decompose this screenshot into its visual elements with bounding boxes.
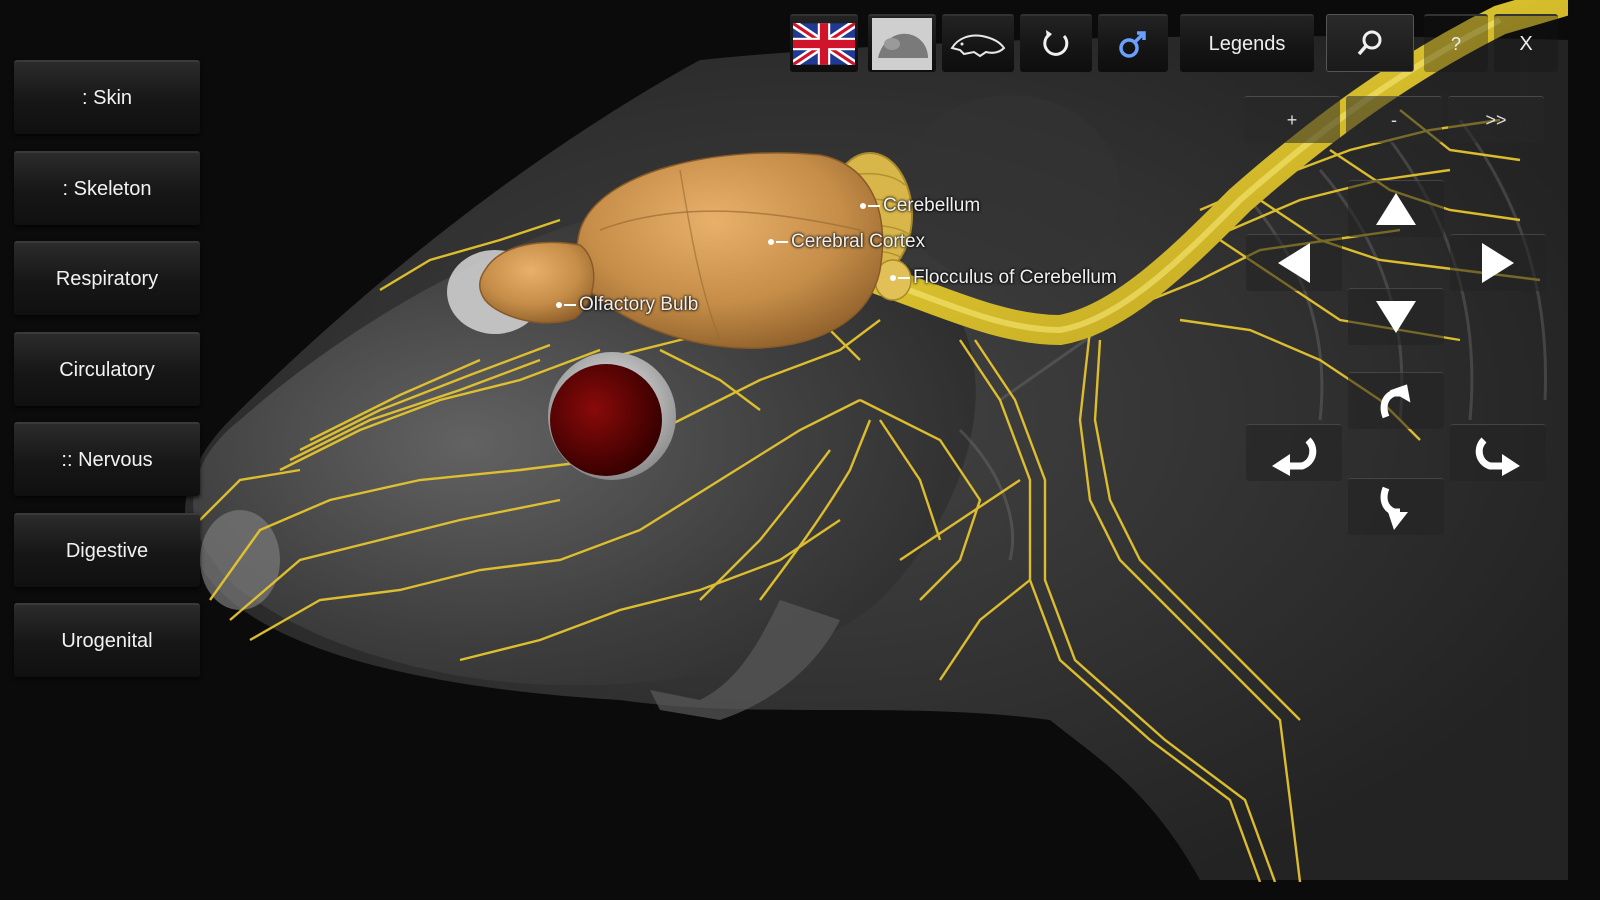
rotate-up-button[interactable] (1348, 372, 1444, 429)
view-mode-button[interactable] (868, 14, 936, 72)
label-cerebellum-text: Cerebellum (883, 195, 981, 216)
label-cerebral-cortex[interactable]: Cerebral Cortex (768, 231, 925, 253)
system-button-digestive[interactable]: Digestive (14, 513, 200, 587)
rat-thumbnail-icon (872, 18, 932, 70)
cerebral-cortex-model[interactable] (576, 152, 884, 349)
system-button-label: Digestive (65, 539, 149, 562)
close-label: X (1519, 32, 1533, 55)
reset-view-button[interactable] (1020, 14, 1092, 72)
zoom-in-button[interactable]: + (1244, 96, 1340, 143)
search-icon (1357, 30, 1382, 56)
arrow-left-icon (1278, 243, 1310, 283)
help-label: ? (1450, 33, 1461, 54)
language-button[interactable] (790, 14, 858, 72)
system-button-label: : Skin (81, 86, 133, 109)
system-button-urogenital[interactable]: Urogenital (14, 603, 200, 677)
arrow-right-icon (1482, 243, 1514, 283)
rotate-right-icon (1475, 437, 1520, 476)
eye-model[interactable] (550, 364, 662, 476)
rotate-down-button[interactable] (1348, 478, 1444, 535)
label-pointer-dot (768, 238, 774, 245)
system-button-label: Urogenital (61, 629, 153, 652)
rat-outline-icon (950, 34, 1006, 58)
label-olfactory-bulb-text: Olfactory Bulb (579, 294, 699, 315)
rotate-left-icon (1272, 437, 1317, 476)
label-cerebellum[interactable]: Cerebellum (860, 195, 980, 217)
rotate-left-button[interactable] (1246, 424, 1342, 481)
label-cerebral-cortex-text: Cerebral Cortex (791, 231, 926, 252)
help-button[interactable]: ? (1424, 14, 1488, 72)
system-button-skeleton[interactable]: : Skeleton (14, 151, 200, 225)
pan-down-button[interactable] (1348, 288, 1444, 345)
system-button-nervous[interactable]: :: Nervous (14, 422, 200, 496)
label-flocculus[interactable]: Flocculus of Cerebellum (890, 267, 1117, 289)
sex-toggle-button[interactable] (1098, 14, 1168, 72)
rotate-up-icon (1380, 384, 1411, 419)
model-outline-button[interactable] (942, 14, 1014, 72)
zoom-out-button[interactable]: - (1346, 96, 1442, 143)
system-button-label: Respiratory (55, 267, 159, 290)
system-button-circulatory[interactable]: Circulatory (14, 332, 200, 406)
rotate-right-button[interactable] (1450, 424, 1546, 481)
label-pointer-dot (556, 301, 562, 308)
pan-up-button[interactable] (1348, 180, 1444, 237)
system-button-label: :: Nervous (61, 448, 153, 471)
legends-label: Legends (1208, 32, 1286, 55)
zoom-out-label: - (1391, 109, 1397, 130)
system-button-label: Circulatory (59, 358, 155, 381)
pan-right-button[interactable] (1450, 234, 1546, 291)
arrow-up-icon (1376, 193, 1416, 225)
rotate-reset-icon (1043, 30, 1069, 56)
rotate-down-icon (1380, 486, 1408, 530)
male-symbol-icon (1119, 31, 1146, 58)
label-pointer-dot (860, 202, 866, 209)
label-olfactory-bulb[interactable]: Olfactory Bulb (556, 294, 698, 316)
arrow-down-icon (1376, 301, 1416, 333)
close-button[interactable]: X (1494, 14, 1558, 72)
legends-button[interactable]: Legends (1180, 14, 1314, 72)
olfactory-bulb-model[interactable] (479, 241, 595, 324)
next-label: >> (1485, 109, 1507, 130)
uk-flag-icon (793, 23, 855, 65)
next-button[interactable]: >> (1448, 96, 1544, 143)
pan-left-button[interactable] (1246, 234, 1342, 291)
zoom-in-label: + (1286, 109, 1298, 130)
system-button-skin[interactable]: : Skin (14, 60, 200, 134)
label-pointer-dot (890, 274, 896, 281)
label-flocculus-text: Flocculus of Cerebellum (913, 267, 1117, 288)
system-button-label: : Skeleton (62, 177, 152, 200)
anatomy-3d-viewport[interactable] (0, 0, 1568, 882)
search-button[interactable] (1326, 14, 1414, 72)
system-button-respiratory[interactable]: Respiratory (14, 241, 200, 315)
